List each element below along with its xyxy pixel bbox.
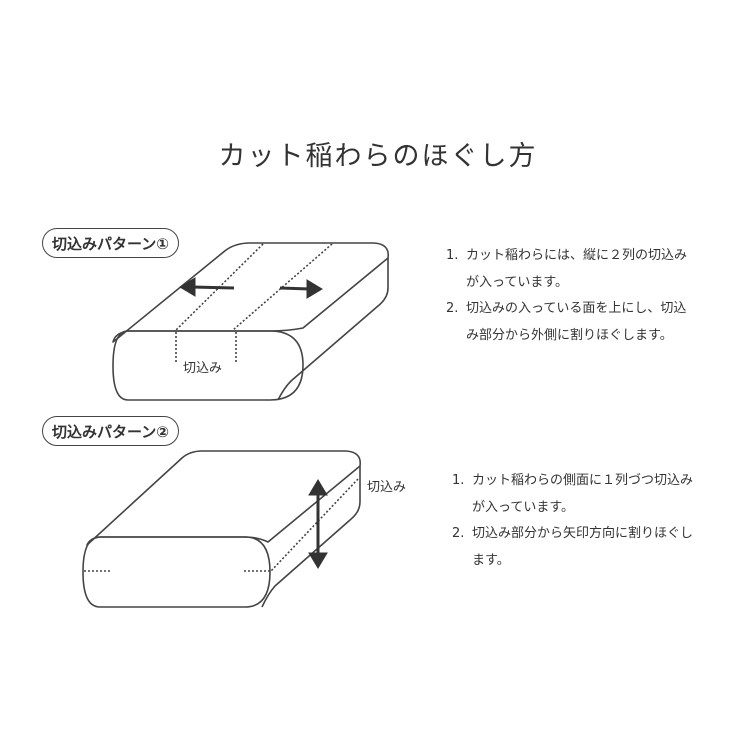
step-number: 2. <box>446 301 459 316</box>
step-number: 1. <box>452 473 465 488</box>
pattern1-step-1: 1. カット稲わらには、縦に２列の切込み が入っています。 <box>446 243 726 296</box>
step-text-continued: み部分から外側に割りほぐします。 <box>466 327 673 343</box>
step-text: 切込みの入っている面を上にし、切込 <box>466 301 687 316</box>
step-number: 1. <box>446 248 459 263</box>
pattern1-steps: 1. カット稲わらには、縦に２列の切込み が入っています。 2. 切込みの入っている… <box>446 243 726 349</box>
pattern2-step-1: 1. カット稲わらの側面に１列づつ切込み が入っています。 <box>452 468 732 521</box>
pattern2-cut-label: 切込み <box>367 480 407 495</box>
step-text: 切込み部分から矢印方向に割りほぐし <box>472 526 694 541</box>
cut-line-side <box>270 478 359 572</box>
step-text-continued: が入っています。 <box>466 274 569 290</box>
step-text: カット稲わらの側面に１列づつ切込み <box>472 473 694 488</box>
pattern1-step-2: 2. 切込みの入っている面を上にし、切込 み部分から外側に割りほぐします。 <box>446 296 726 349</box>
arrow-right-shaft <box>279 286 311 291</box>
step-text: カット稲わらには、縦に２列の切込み <box>466 248 688 263</box>
pattern2-badge: 切込みパターン② <box>42 416 179 446</box>
arrow-up-head <box>308 479 328 496</box>
step-text-continued: ます。 <box>472 552 510 568</box>
arrow-down-head <box>308 552 328 569</box>
bale2-front-face <box>82 536 271 608</box>
bale1-front-face <box>112 330 304 401</box>
bale2-side-face <box>261 466 361 608</box>
pattern1-cut-label: 切込み <box>183 361 223 376</box>
bale1-side-face <box>277 258 389 401</box>
step-text-continued: が入っています。 <box>472 499 575 515</box>
arrow-left-head <box>179 277 196 297</box>
pattern2-step-2: 2. 切込み部分から矢印方向に割りほぐし ます。 <box>452 521 732 574</box>
pattern1-badge: 切込みパターン① <box>42 228 179 258</box>
arrow-right-head <box>306 279 323 299</box>
arrow-left-shaft <box>191 285 235 290</box>
diagram-title: カット稲わらのほぐし方 <box>218 141 538 172</box>
pattern2-steps: 1. カット稲わらの側面に１列づつ切込み が入っています。 2. 切込み部分から矢印… <box>452 468 732 574</box>
step-number: 2. <box>452 526 465 541</box>
